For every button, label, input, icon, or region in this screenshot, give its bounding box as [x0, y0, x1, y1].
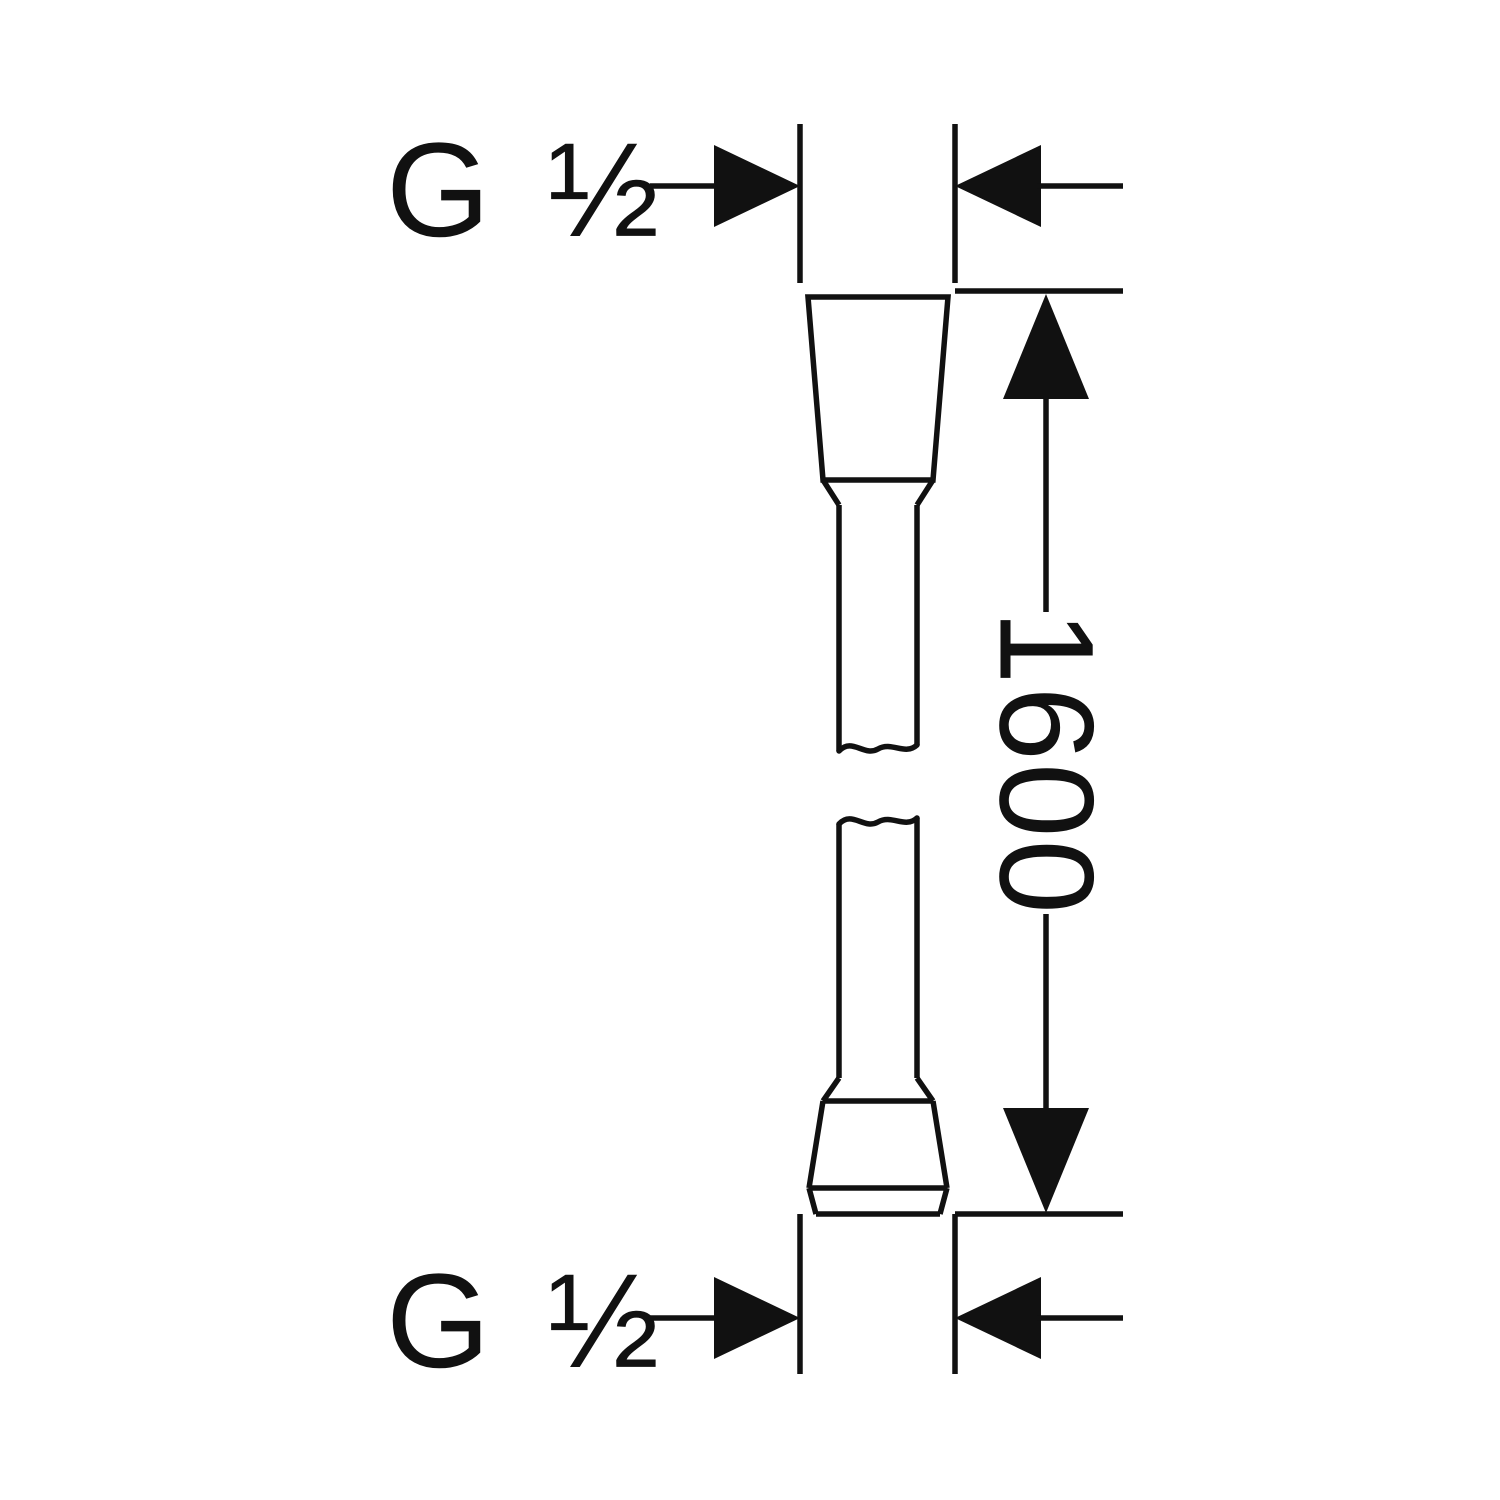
top-thread-dimension: G ½ [386, 116, 1123, 283]
lower-connector-chamfer [820, 1076, 936, 1103]
lower-connector-cone [806, 1098, 950, 1189]
top-thread-label: G ½ [386, 116, 661, 265]
top-arrow-left-icon [955, 145, 1041, 227]
upper-hose-tube [836, 505, 920, 751]
hose-drawing [805, 294, 951, 1217]
length-dimension: 1600 [955, 288, 1123, 1217]
length-label: 1600 [972, 610, 1121, 916]
lower-hose-break-edge [836, 815, 920, 827]
upper-connector-cone [805, 294, 951, 483]
upper-connector-chamfer [820, 478, 936, 507]
lower-hose-tube [836, 818, 920, 1078]
top-arrow-right-icon [714, 145, 800, 227]
lower-connector-flange [806, 1185, 950, 1217]
bottom-thread-dimension: G ½ [386, 1214, 1123, 1396]
upper-hose-break-edge [836, 742, 920, 754]
length-arrow-down-icon [1003, 1108, 1089, 1213]
length-arrow-up-icon [1003, 294, 1089, 399]
bottom-thread-label: G ½ [386, 1247, 661, 1396]
bottom-arrow-left-icon [955, 1277, 1041, 1359]
bottom-arrow-right-icon [714, 1277, 800, 1359]
